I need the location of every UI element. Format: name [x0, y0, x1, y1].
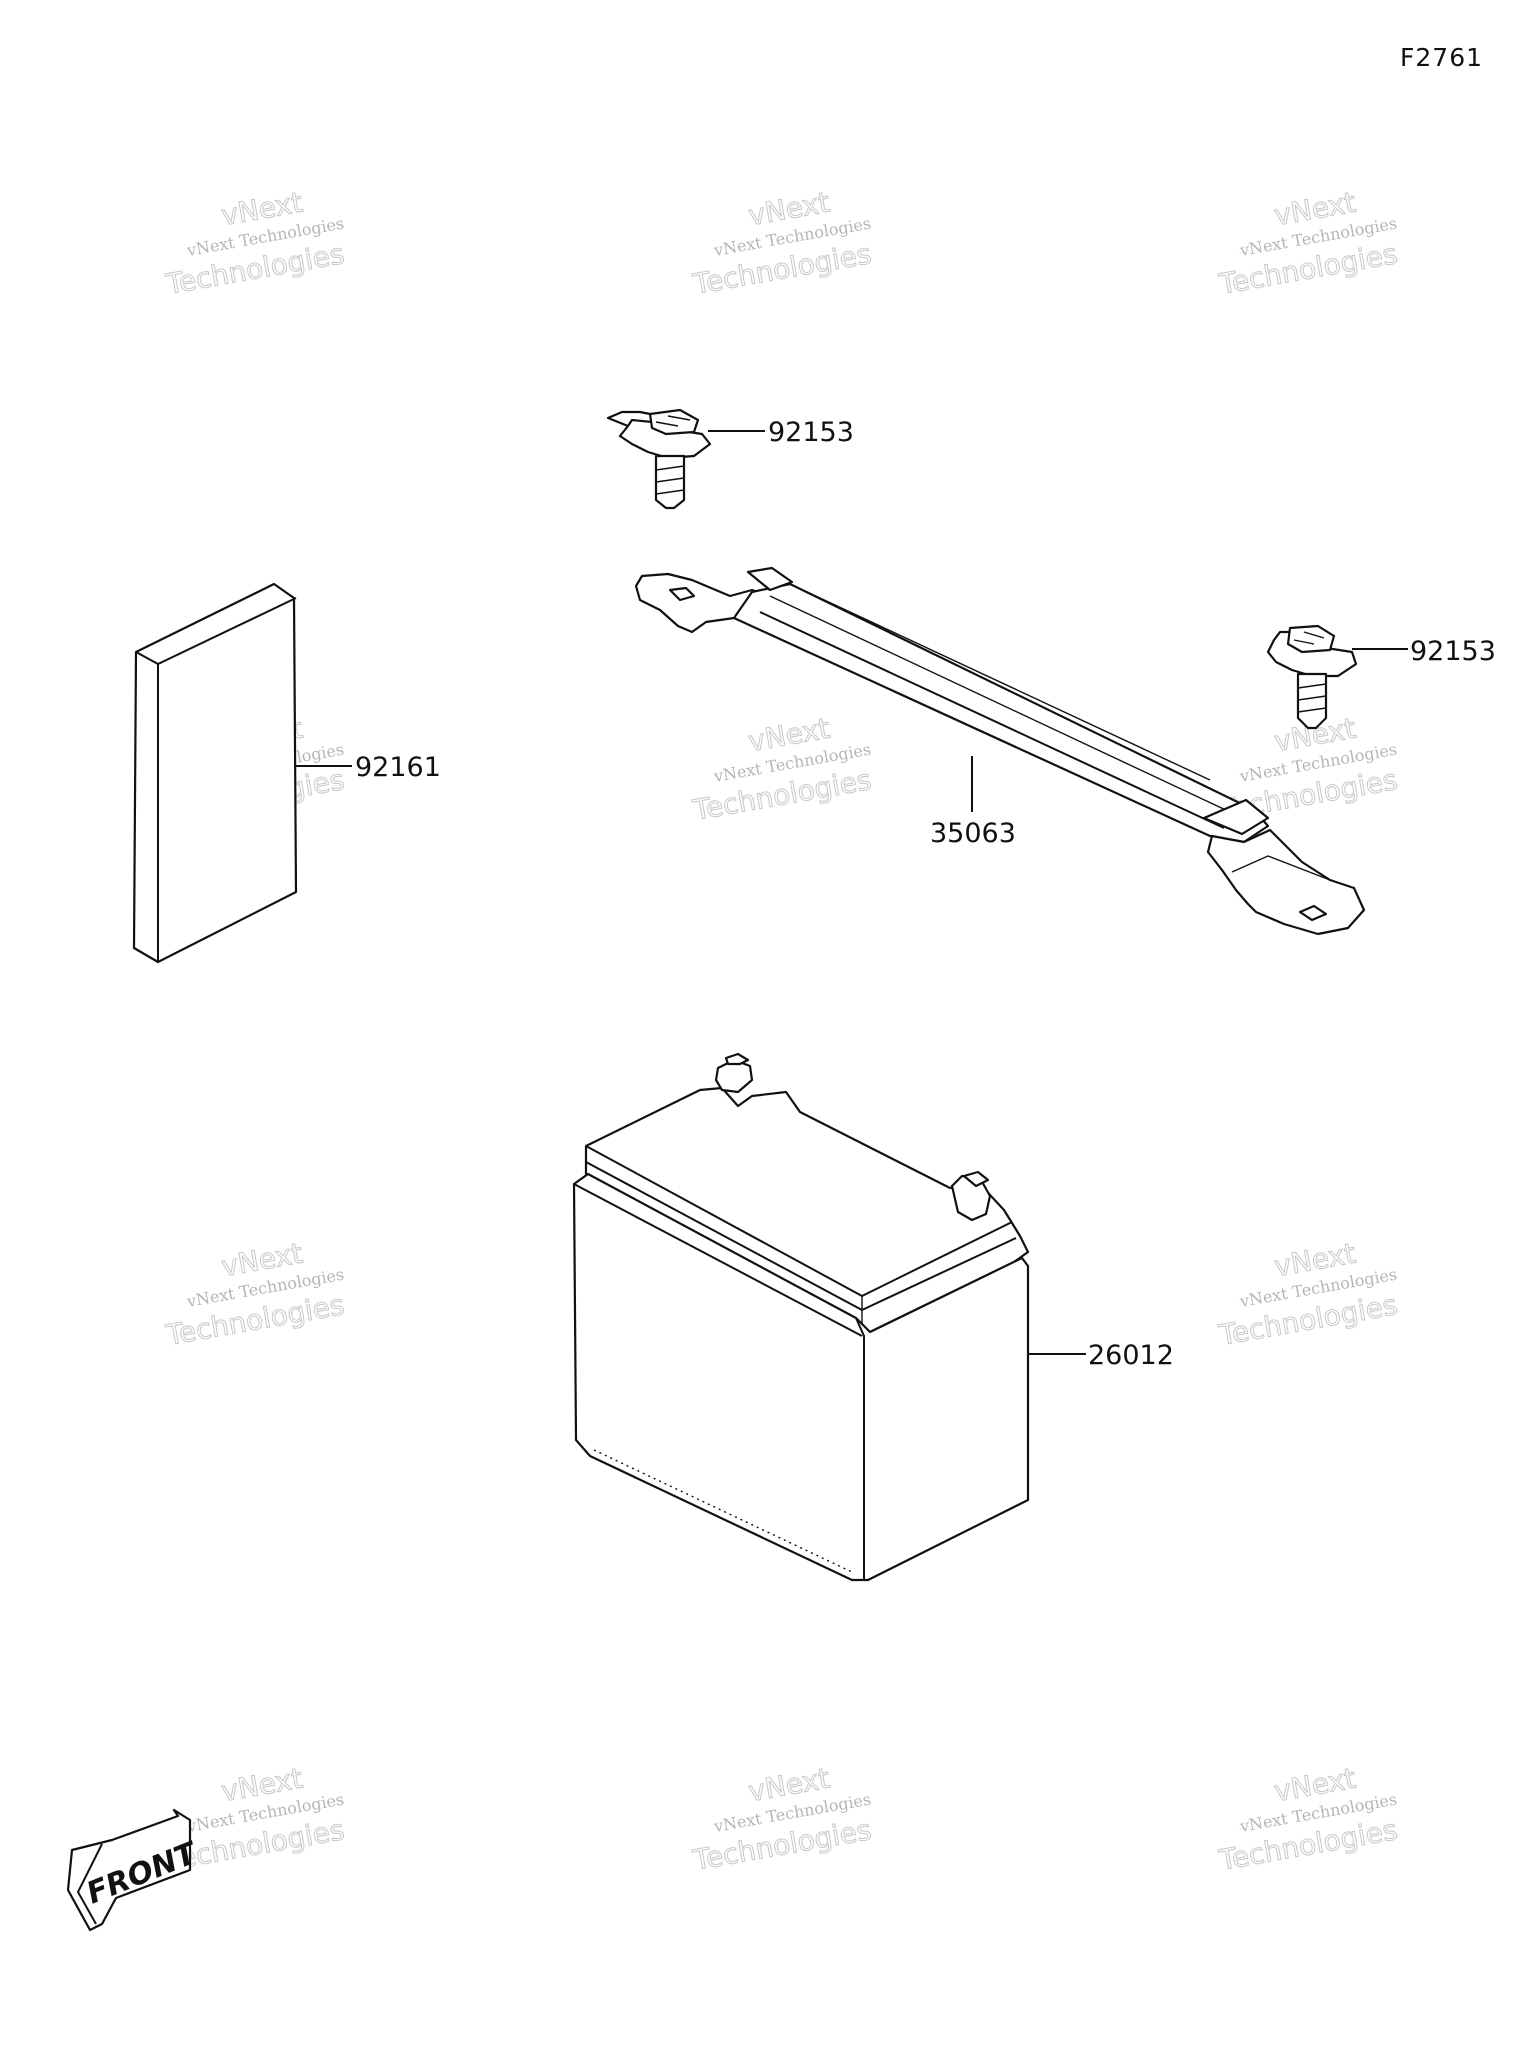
part-number-strap: 35063 [930, 818, 1016, 849]
battery-pad[interactable]: 92161 [132, 582, 441, 964]
part-number-pad: 92161 [355, 752, 441, 783]
battery-strap[interactable]: 35063 [634, 566, 1366, 936]
diagram-code: F2761 [1400, 43, 1483, 72]
bolt-right[interactable]: 92153 [1266, 624, 1496, 730]
part-number-bolt-top: 92153 [768, 417, 854, 448]
part-number-battery: 26012 [1088, 1340, 1174, 1371]
bolt-top[interactable]: 92153 [606, 408, 854, 510]
battery[interactable]: 26012 [572, 1052, 1174, 1582]
part-number-bolt-right: 92153 [1410, 636, 1496, 667]
front-direction-arrow: FRONT [66, 1808, 204, 1932]
